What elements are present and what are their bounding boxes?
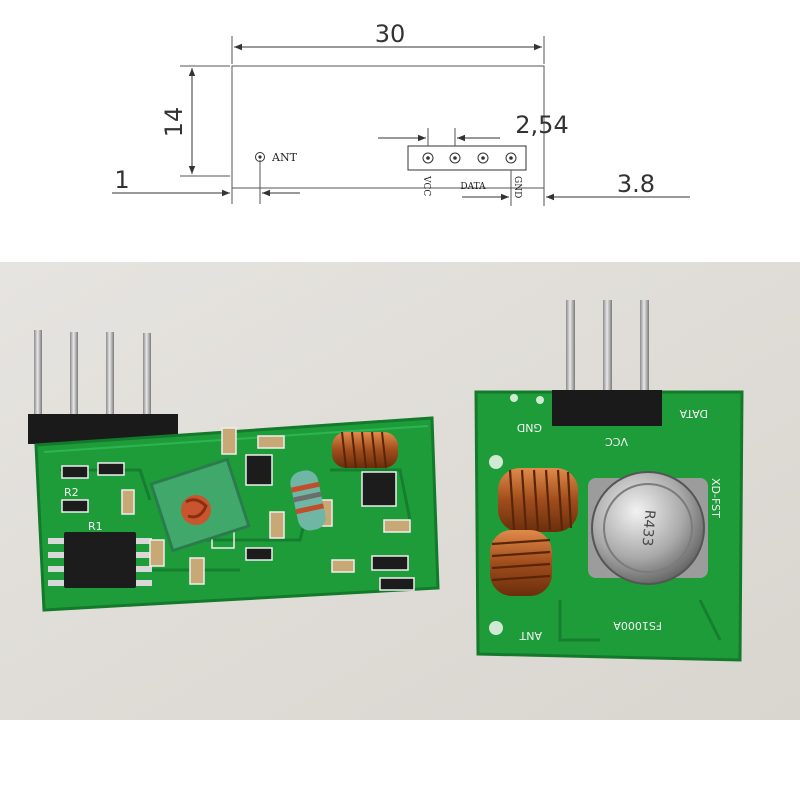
vcc-label: VCC [421, 175, 431, 196]
transmitter-board: GND VCC DATA XD-FST FS1000A ANT R433 [474, 300, 744, 662]
receiver-board: R1 R2 [28, 330, 440, 612]
receiver-smd-parts [61, 427, 415, 591]
data-label: DATA [460, 182, 486, 192]
width-dimension-label: 30 [375, 20, 406, 48]
transmitter-coil-lower [490, 530, 552, 596]
pin-offset-label: 3.8 [617, 170, 655, 198]
bottom-margin [0, 720, 800, 800]
gnd-label: GND [512, 176, 522, 198]
edge-offset-label: 1 [114, 166, 129, 194]
receiver-coil [332, 431, 398, 469]
transmitter-silk-ant: ANT [519, 629, 542, 642]
module-photo: R1 R2 [0, 262, 800, 720]
transmitter-silk-vcc: VCC [605, 435, 628, 448]
transmitter-silk-data: DATA [679, 407, 708, 420]
receiver-silk-r1: R1 [88, 520, 103, 533]
transmitter-coil-upper [498, 468, 578, 532]
header-pads [422, 152, 517, 164]
receiver-axial-inductor [290, 470, 326, 531]
pitch-label: 2,54 [515, 111, 568, 139]
receiver-ic [64, 532, 136, 588]
transmitter-silk-part: FS1000A [613, 619, 662, 632]
transmitter-header [552, 390, 662, 426]
module-outline [231, 65, 545, 189]
transmitter-resonator: R433 [588, 471, 708, 585]
resonator-marking: R433 [638, 509, 657, 547]
pin-header-outline [407, 145, 527, 171]
transmitter-silk-model: XD-FST [709, 478, 722, 518]
dimension-drawing: 30 14 ANT 1 2,54 VCC DATA GN [112, 20, 690, 206]
height-dimension-label: 14 [160, 107, 188, 138]
ant-label: ANT [271, 151, 298, 164]
transmitter-silk-gnd: GND [517, 421, 542, 434]
transmitter-pins [566, 300, 649, 400]
receiver-silk-r2: R2 [64, 486, 79, 499]
